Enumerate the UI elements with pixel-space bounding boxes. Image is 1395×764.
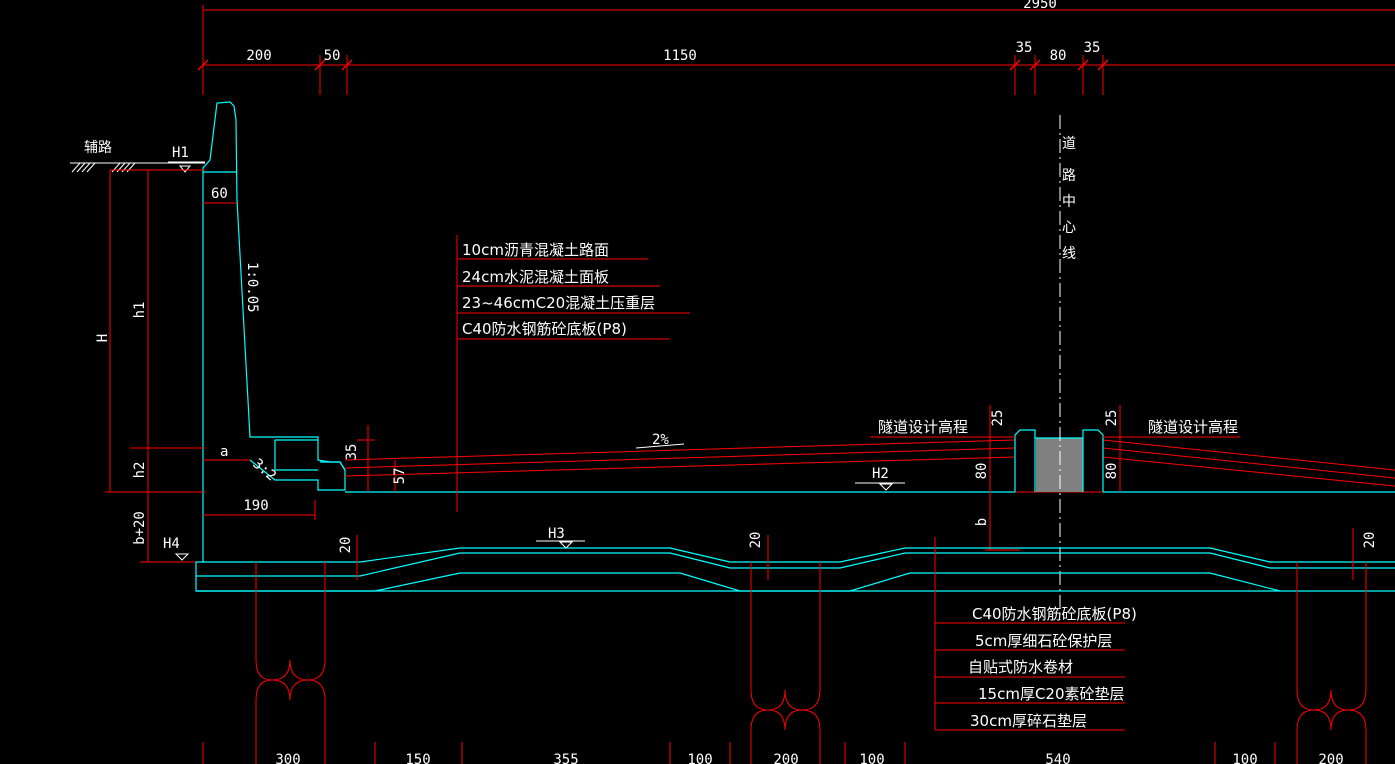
- bottom-dim-150: 150: [405, 752, 430, 764]
- bottom-dim-100-a: 100: [687, 752, 712, 764]
- wall-top-width: 60: [211, 186, 228, 202]
- bottom-dim-355: 355: [553, 752, 578, 764]
- pile-left: [255, 562, 326, 764]
- dim-35-right: 35: [1084, 40, 1101, 56]
- dim-80-right: 80: [1104, 463, 1120, 480]
- center-median: 道 路 中 心 线 隧道设计高程 隧道设计高程 25 25 80 80 b: [870, 115, 1240, 620]
- base-layer-4: 15cm厚C20素砼垫层: [978, 685, 1125, 703]
- h1-level-label: H1: [172, 145, 189, 161]
- dim-200: 200: [246, 48, 271, 64]
- pavement-layer-2: 24cm水泥混凝土面板: [462, 268, 609, 286]
- b-plus-20: b+20: [132, 511, 148, 545]
- pavement-layer-callout: 10cm沥青混凝土路面 24cm水泥混凝土面板 23~46cmC20混凝土压重层…: [456, 235, 690, 512]
- h1-level-marker: [178, 165, 192, 173]
- dim-80: 80: [1050, 48, 1067, 64]
- tunnel-elev-right: 隧道设计高程: [1148, 418, 1238, 436]
- centerline-char-1: 道: [1062, 136, 1076, 152]
- base-190: 190: [243, 498, 268, 514]
- side-road-label: 辅路: [84, 140, 112, 156]
- h2-dim: h2: [132, 462, 148, 479]
- dim-80-left: 80: [974, 463, 990, 480]
- h3-level-label: H3: [548, 526, 565, 542]
- dim-b: b: [974, 518, 990, 526]
- pile-right: [1296, 562, 1367, 764]
- base-slab: H3 20 20 20: [195, 526, 1395, 592]
- base-layer-3: 自贴式防水卷材: [968, 658, 1073, 676]
- dim-20-right: 20: [1362, 532, 1378, 549]
- dim-25-left: 25: [990, 410, 1006, 427]
- bottom-dim-200-a: 200: [773, 752, 798, 764]
- base-layer-callout: C40防水钢筋砼底板(P8) 5cm厚细石砼保护层 自贴式防水卷材 15cm厚C…: [934, 537, 1137, 731]
- dim-20-mid: 20: [748, 532, 764, 549]
- pile-middle: [750, 562, 821, 764]
- base-layer-5: 30cm厚碎石垫层: [970, 712, 1087, 730]
- h4-level-marker: [174, 553, 190, 561]
- side-road-ground: 辅路 H1: [70, 140, 205, 173]
- pavement-layer-4: C40防水钢筋砼底板(P8): [462, 320, 627, 338]
- bottom-dim-540: 540: [1045, 752, 1070, 764]
- retaining-wall: [202, 101, 346, 562]
- centerline-char-3: 中: [1062, 194, 1076, 210]
- bottom-dim-100-b: 100: [859, 752, 884, 764]
- wall-slope-ratio: 1:0.05: [244, 262, 260, 313]
- h1-dim: h1: [132, 302, 148, 319]
- centerline-char-4: 心: [1062, 220, 1076, 236]
- bottom-dimension-chain: 300 150 355 100 200 100 540 100 200: [202, 742, 1344, 764]
- dim-35-left: 35: [1016, 40, 1033, 56]
- base-layer-1: C40防水钢筋砼底板(P8): [972, 605, 1137, 623]
- dim-35-curb: 35: [344, 444, 360, 461]
- h2-level-marker: [878, 483, 894, 491]
- pavement-layer-3: 23~46cmC20混凝土压重层: [462, 294, 655, 312]
- a-dim: a: [220, 444, 228, 460]
- dim-25-right: 25: [1104, 410, 1120, 427]
- bottom-dim-300: 300: [275, 752, 300, 764]
- dim-20-left: 20: [338, 537, 354, 554]
- bottom-dim-200-b: 200: [1318, 752, 1343, 764]
- h2-level-label: H2: [872, 466, 889, 482]
- dim-50: 50: [324, 48, 341, 64]
- centerline-char-2: 路: [1062, 168, 1076, 184]
- h4-level-label: H4: [163, 536, 180, 552]
- dim-1150: 1150: [663, 48, 697, 64]
- grade-label: 2%: [652, 432, 669, 448]
- top-dimension-chain: 2950 200 50 1150 35 80 35: [197, 0, 1395, 95]
- bottom-dim-100-c: 100: [1232, 752, 1257, 764]
- centerline-char-5: 线: [1062, 246, 1076, 262]
- h3-level-marker: [558, 541, 574, 549]
- base-layer-2: 5cm厚细石砼保护层: [975, 632, 1112, 650]
- pavement-layer-1: 10cm沥青混凝土路面: [462, 241, 609, 259]
- H-dim: H: [95, 334, 111, 342]
- dim-total: 2950: [1023, 0, 1057, 12]
- dim-57: 57: [392, 468, 408, 485]
- wall-dimensions: 60 1:0.05 H h1 h2 a 3:2 190 b+20 H4: [95, 169, 316, 563]
- piles: [255, 562, 1367, 764]
- tunnel-elev-left: 隧道设计高程: [878, 418, 968, 436]
